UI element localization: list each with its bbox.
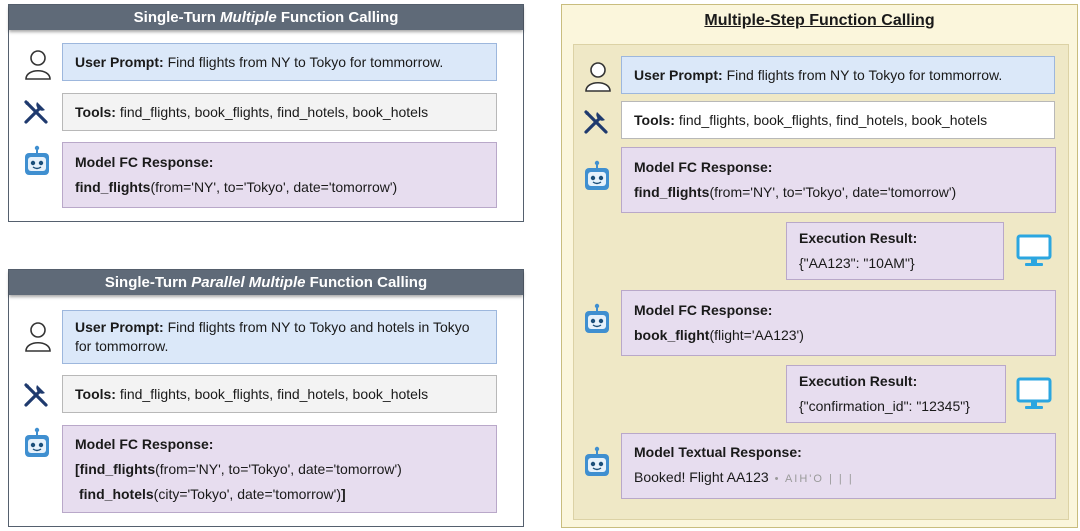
title-emphasis: Parallel Multiple <box>191 274 306 291</box>
user-icon <box>25 50 51 80</box>
robot-icon <box>25 427 49 457</box>
user-prompt-box: User Prompt: Find flights from NY to Tok… <box>62 310 497 364</box>
textual-label-row: Model Textual Response: <box>634 443 1043 462</box>
execution-result-value: {"AA123": "10AM"} <box>799 255 915 271</box>
panel-title: Single-Turn Parallel Multiple Function C… <box>9 270 523 295</box>
fc-response-label: Model FC Response: <box>75 435 214 452</box>
user-prompt-label: User Prompt: <box>75 53 164 70</box>
function-name: find_hotels <box>79 485 154 502</box>
function-args: (flight='AA123') <box>709 327 804 343</box>
model-fc-response-box: Model FC Response: book_flight(flight='A… <box>621 290 1056 356</box>
user-icon <box>25 322 51 352</box>
fc-response-label-row: Model FC Response: <box>75 435 484 454</box>
user-icon <box>585 62 611 92</box>
tools-text: Tools: find_flights, book_flights, find_… <box>75 385 484 404</box>
tools-box: Tools: find_flights, book_flights, find_… <box>62 375 497 413</box>
function-name: find_flights <box>634 184 710 200</box>
user-prompt-value: Find flights from NY to Tokyo for tommor… <box>722 66 1003 83</box>
execution-result-label: Execution Result: <box>799 230 918 246</box>
bracket-open: [ <box>75 460 80 477</box>
user-prompt-text: User Prompt: Find flights from NY to Tok… <box>634 66 1042 85</box>
exec-label-row: Execution Result: <box>799 372 993 391</box>
fc-response-label-row: Model FC Response: <box>75 153 484 172</box>
robot-icon <box>585 446 609 476</box>
fc-response-label: Model FC Response: <box>634 159 773 175</box>
faded-text: • AIH'O | | | <box>774 473 854 485</box>
tools-text: Tools: find_flights, book_flights, find_… <box>634 111 1042 130</box>
function-args: (from='NY', to='Tokyo', date='tomorrow') <box>155 460 402 477</box>
tools-value: find_flights, book_flights, find_hotels,… <box>674 111 988 128</box>
model-fc-response-box: Model FC Response: find_flights(from='NY… <box>62 142 497 208</box>
model-fc-response-box: Model FC Response: [find_flights(from='N… <box>62 425 497 513</box>
panel-title: Single-Turn Multiple Function Calling <box>9 5 523 30</box>
execution-result-box: Execution Result: {"confirmation_id": "1… <box>786 365 1006 423</box>
user-prompt-value: Find flights from NY to Tokyo and hotels… <box>75 319 470 354</box>
fc-response-code-2: find_hotels(city='Tokyo', date='tomorrow… <box>75 485 484 504</box>
tools-icon <box>24 100 48 124</box>
user-prompt-text: User Prompt: Find flights from NY to Tok… <box>75 318 484 356</box>
execution-result-box: Execution Result: {"AA123": "10AM"} <box>786 222 1004 280</box>
monitor-icon <box>1016 377 1052 409</box>
tools-label: Tools: <box>75 385 116 402</box>
textual-response-row: Booked! Flight AA123 • AIH'O | | | <box>634 468 1043 489</box>
tools-icon <box>24 383 48 407</box>
title-part: Single-Turn <box>133 9 221 26</box>
tools-text: Tools: find_flights, book_flights, find_… <box>75 103 484 122</box>
fc-response-label-row: Model FC Response: <box>634 158 1043 177</box>
fc-response-code: find_flights(from='NY', to='Tokyo', date… <box>634 183 1043 202</box>
textual-response-value: Booked! Flight AA123 <box>634 469 769 485</box>
execution-result-label: Execution Result: <box>799 373 918 389</box>
robot-icon <box>585 160 609 190</box>
model-textual-response-box: Model Textual Response: Booked! Flight A… <box>621 433 1056 499</box>
fc-response-label-row: Model FC Response: <box>634 301 1043 320</box>
title-part: Function Calling <box>276 9 399 26</box>
robot-icon <box>25 145 49 175</box>
function-args: (from='NY', to='Tokyo', date='tomorrow') <box>709 184 957 200</box>
bracket-close: ] <box>340 485 346 502</box>
user-prompt-box: User Prompt: Find flights from NY to Tok… <box>621 56 1055 94</box>
fc-response-label: Model FC Response: <box>634 302 773 318</box>
title-part: Function Calling <box>305 274 428 291</box>
user-prompt-text: User Prompt: Find flights from NY to Tok… <box>75 53 484 72</box>
tools-box: Tools: find_flights, book_flights, find_… <box>62 93 497 131</box>
exec-label-row: Execution Result: <box>799 229 991 248</box>
function-args: (from='NY', to='Tokyo', date='tomorrow') <box>150 179 398 195</box>
execution-result-value: {"confirmation_id": "12345"} <box>799 398 970 414</box>
title-part: Single-Turn <box>104 274 192 291</box>
monitor-icon <box>1016 234 1052 266</box>
textual-response-label: Model Textual Response: <box>634 444 802 460</box>
function-name: find_flights <box>75 179 151 195</box>
user-prompt-box: User Prompt: Find flights from NY to Tok… <box>62 43 497 81</box>
tools-label: Tools: <box>75 103 116 120</box>
title-emphasis: Multiple <box>220 9 277 26</box>
tools-label: Tools: <box>634 111 675 128</box>
function-name: book_flight <box>634 327 710 343</box>
fc-response-code: book_flight(flight='AA123') <box>634 326 1043 345</box>
function-name: find_flights <box>79 460 156 477</box>
tools-box: Tools: find_flights, book_flights, find_… <box>621 101 1055 139</box>
fc-response-label: Model FC Response: <box>75 154 214 170</box>
function-args: (city='Tokyo', date='tomorrow') <box>153 485 341 502</box>
user-prompt-label: User Prompt: <box>634 66 723 83</box>
model-fc-response-box: Model FC Response: find_flights(from='NY… <box>621 147 1056 213</box>
robot-icon <box>585 303 609 333</box>
user-prompt-label: User Prompt: <box>75 319 164 335</box>
fc-response-code-1: [find_flights(from='NY', to='Tokyo', dat… <box>75 460 484 479</box>
tools-value: find_flights, book_flights, find_hotels,… <box>115 385 429 402</box>
tools-value: find_flights, book_flights, find_hotels,… <box>115 103 429 120</box>
fc-response-code: find_flights(from='NY', to='Tokyo', date… <box>75 178 484 197</box>
user-prompt-value: Find flights from NY to Tokyo for tommor… <box>163 53 444 70</box>
panel-title: Multiple-Step Function Calling <box>704 12 935 29</box>
tools-icon <box>584 110 608 134</box>
